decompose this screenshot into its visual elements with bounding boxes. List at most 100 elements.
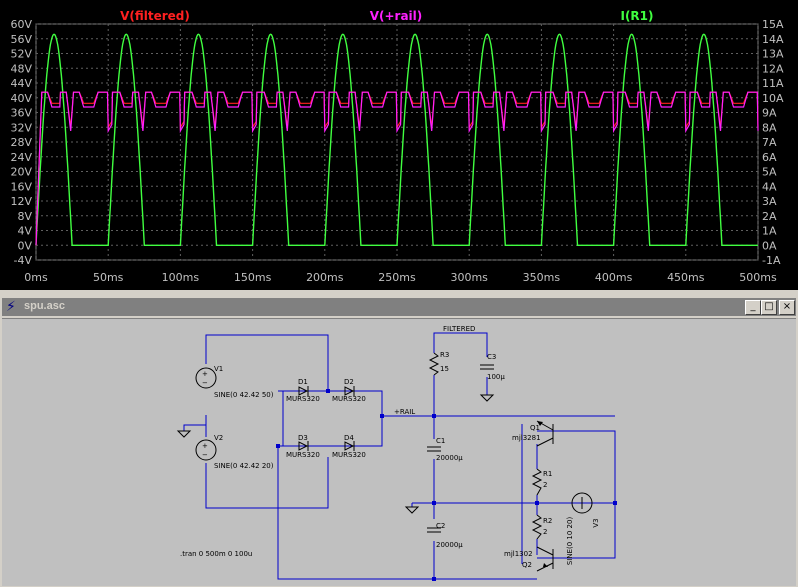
svg-text:2: 2 [543,528,547,536]
y-tick-right: 1A [762,225,777,238]
x-tick: 400ms [595,271,633,284]
y-tick-left: 52V [10,48,32,61]
window-titlebar[interactable]: ⚡ spu.asc _ □ × [2,298,796,316]
resistor-r2[interactable]: R2 2 [531,514,552,540]
wire-junctions [276,389,617,581]
y-tick-right: 8A [762,121,777,134]
svg-text:R3: R3 [440,351,449,359]
svg-text:SINE(0 10 20): SINE(0 10 20) [566,517,574,566]
x-tick: 500ms [739,271,777,284]
diode-d4[interactable]: D4 MURS320 [332,434,366,459]
voltage-source-v3[interactable]: V3 SINE(0 10 20) [566,492,600,566]
y-tick-right: 0A [762,239,777,252]
x-tick: 250ms [378,271,416,284]
diode-d3[interactable]: D3 MURS320 [286,434,320,459]
y-tick-left: -4V [14,254,33,267]
spice-directive-tran[interactable]: .tran 0 500m 0 100u [180,550,252,558]
svg-text:Q1: Q1 [530,424,540,432]
capacitor-c3[interactable]: C3 100µ [480,353,505,381]
x-tick: 150ms [234,271,272,284]
svg-text:100µ: 100µ [487,373,505,381]
svg-text:MURS320: MURS320 [286,395,320,403]
schematic-drawing[interactable]: +− V1 SINE(0 42.42 50) +− V2 SINE(0 42.4… [2,319,796,586]
y-tick-right: 12A [762,62,784,75]
trace-i-r1[interactable] [35,33,758,246]
x-tick: 450ms [667,271,705,284]
svg-text:+: + [202,442,208,450]
svg-text:15: 15 [440,365,449,373]
window-title: spu.asc [24,300,65,312]
y-tick-left: 56V [10,33,32,46]
svg-text:Q2: Q2 [522,561,532,569]
transistor-q2[interactable]: mjl1302 Q2 [504,546,554,572]
y-tick-left: 16V [10,180,32,193]
svg-text:R1: R1 [543,470,552,478]
schematic-window: ⚡ spu.asc _ □ × [0,296,798,587]
y-tick-left: 48V [10,62,32,75]
svg-text:C2: C2 [436,522,445,530]
y-tick-left: 44V [10,77,32,90]
capacitor-c2[interactable]: C2 20000µ [427,522,463,549]
svg-text:MURS320: MURS320 [286,451,320,459]
waveform-plot[interactable]: 60V56V52V48V44V40V36V32V28V24V20V16V12V8… [0,0,798,290]
diode-d2[interactable]: D2 MURS320 [332,378,366,403]
svg-text:V1: V1 [214,365,223,373]
svg-text:C3: C3 [487,353,496,361]
x-tick: 200ms [306,271,344,284]
voltage-source-v2[interactable]: +− V2 SINE(0 42.42 20) [195,434,274,470]
diode-d1[interactable]: D1 MURS320 [286,378,320,403]
svg-text:MURS320: MURS320 [332,395,366,403]
svg-text:20000µ: 20000µ [436,454,463,462]
ground-symbols [176,394,495,514]
svg-text:+: + [202,370,208,378]
net-label-filtered[interactable]: FILTERED [443,325,475,333]
y-tick-right: -1A [762,254,781,267]
svg-text:mjl1302: mjl1302 [504,550,533,558]
maximize-button[interactable]: □ [761,300,777,315]
voltage-source-v1[interactable]: +− V1 SINE(0 42.42 50) [195,365,274,399]
net-label-rail[interactable]: +RAIL [394,408,415,416]
trace-label-v-filtered[interactable]: V(filtered) [120,9,190,23]
resistor-r3[interactable]: R3 15 [428,351,449,376]
svg-text:C1: C1 [436,437,445,445]
y-tick-left: 4V [17,225,32,238]
minimize-button[interactable]: _ [745,300,761,315]
svg-text:D4: D4 [344,434,354,442]
y-tick-left: 20V [10,166,32,179]
y-tick-right: 11A [762,77,784,90]
y-tick-left: 0V [17,239,32,252]
y-tick-left: 12V [10,195,32,208]
svg-text:D3: D3 [298,434,308,442]
y-tick-left: 60V [10,18,32,31]
svg-text:20000µ: 20000µ [436,541,463,549]
y-tick-right: 7A [762,136,777,149]
x-tick: 100ms [162,271,200,284]
svg-text:−: − [202,379,208,387]
y-tick-right: 5A [762,166,777,179]
svg-text:V2: V2 [214,434,223,442]
close-button[interactable]: × [779,300,795,315]
svg-text:SINE(0 42.42 20): SINE(0 42.42 20) [214,462,274,470]
svg-text:V3: V3 [592,518,600,527]
schematic-canvas[interactable]: +− V1 SINE(0 42.42 50) +− V2 SINE(0 42.4… [2,318,796,586]
x-tick: 0ms [24,271,48,284]
y-tick-left: 8V [17,210,32,223]
svg-text:D1: D1 [298,378,308,386]
capacitor-c1[interactable]: C1 20000µ [427,437,463,462]
svg-text:R2: R2 [543,517,552,525]
transistor-q1[interactable]: Q1 mjl3281 [512,420,554,447]
x-tick: 50ms [93,271,124,284]
resistor-r1[interactable]: R1 2 [531,468,552,496]
svg-text:MURS320: MURS320 [332,451,366,459]
y-tick-right: 13A [762,48,784,61]
y-tick-right: 14A [762,33,784,46]
trace-label-i-r1[interactable]: I(R1) [620,9,653,23]
y-tick-left: 36V [10,107,32,120]
y-tick-right: 15A [762,18,784,31]
trace-v-rail[interactable] [35,91,759,246]
y-tick-left: 40V [10,92,32,105]
y-tick-right: 3A [762,195,777,208]
y-tick-right: 4A [762,180,777,193]
trace-label-v-rail[interactable]: V(+rail) [370,9,423,23]
